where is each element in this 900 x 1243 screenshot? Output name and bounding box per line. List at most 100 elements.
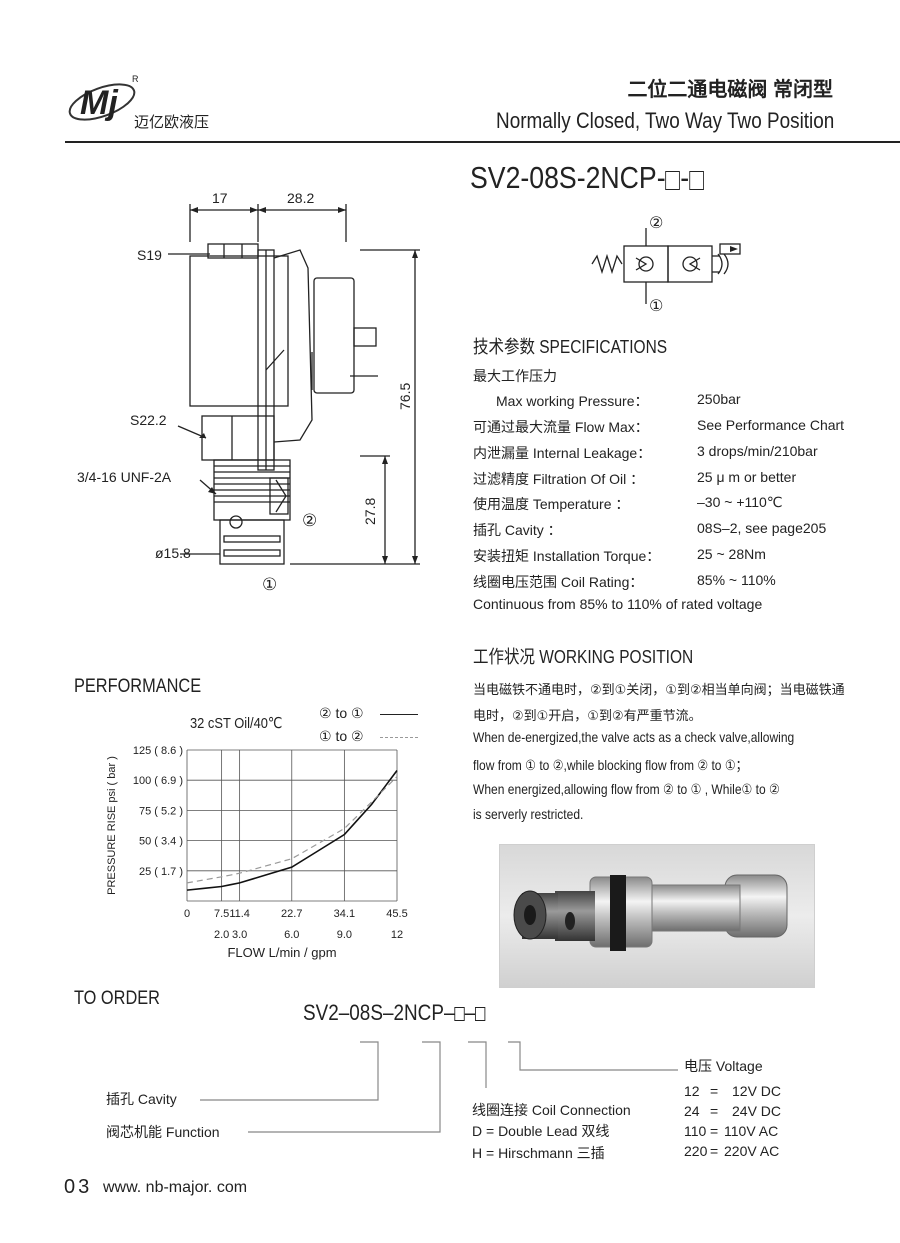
symbol-port-bottom: ① (649, 298, 664, 315)
y-axis-label: PRESSURE RISE psi ( bar ) (106, 756, 118, 895)
symbol-port-top: ② (649, 215, 664, 232)
x-tick-lpm-2: 11.4 (229, 908, 250, 920)
x-tick-lpm-5: 45.5 (386, 908, 407, 920)
x-tick-lpm-4: 34.1 (334, 908, 355, 920)
order-coil-title: 线圈连接 Coil Connection (472, 1102, 631, 1118)
voltage-val-2: 110V AC (724, 1123, 779, 1139)
spec-value-3: 3 drops/min/210bar (697, 443, 818, 459)
hydraulic-symbol (590, 228, 750, 308)
spec-label-3: 内泄漏量 Internal Leakage： (473, 445, 652, 461)
spec-value-1: 250bar (697, 391, 741, 407)
legend-line-dashed (380, 737, 418, 738)
order-cavity: 插孔 Cavity (106, 1091, 177, 1107)
working-line-4: When energized,allowing flow from ② to ①… (473, 781, 780, 797)
x-axis-label: FLOW L/min / gpm (227, 945, 336, 960)
spec-label-1: Max working Pressure： (496, 393, 649, 409)
spec-value-8: 85% ~ 110% (697, 572, 776, 588)
x-tick-gpm-2: 6.0 (284, 929, 299, 941)
voltage-code-1: 24 (684, 1103, 700, 1119)
voltage-eq-2: = (710, 1123, 719, 1139)
spec-label-2: 可通过最大流量 Flow Max： (473, 419, 649, 435)
model-option-box-1 (665, 171, 681, 190)
legend-line-solid (380, 714, 418, 715)
x-tick-lpm-0: 0 (184, 908, 190, 920)
legend-label-1: ① to ② (319, 728, 364, 744)
order-option-box-2 (475, 1007, 486, 1021)
voltage-val-0: 12V DC (732, 1083, 782, 1099)
x-tick-gpm-0: 2.0 (214, 929, 229, 941)
dia-spec: ø15.8 (155, 545, 191, 561)
spec-label-8: 线圈电压范围 Coil Rating： (473, 574, 644, 590)
order-coil-h: H = Hirschmann 三插 (472, 1145, 605, 1161)
svg-text:Mj: Mj (80, 84, 119, 122)
order-coil-d: D = Double Lead 双线 (472, 1123, 610, 1139)
working-line-5: is serverly restricted. (473, 806, 584, 822)
y-tick-0: 25 ( 1.7 ) (139, 866, 183, 878)
voltage-code-0: 12 (684, 1083, 700, 1099)
hex-s22: S22.2 (130, 412, 167, 428)
series-line-0 (186, 770, 398, 891)
order-function: 阀芯机能 Function (106, 1124, 220, 1140)
dim-27-8: 27.8 (362, 497, 378, 525)
footer-website[interactable]: www. nb-major. com (103, 1179, 248, 1196)
order-heading: TO ORDER (74, 988, 160, 1009)
working-line-2: When de-energized,the valve acts as a ch… (473, 729, 795, 745)
voltage-eq-0: = (710, 1083, 719, 1099)
voltage-code-3: 220 (684, 1143, 708, 1159)
dim-28-2: 28.2 (287, 190, 315, 206)
dim-76-5: 76.5 (397, 382, 413, 410)
series-line-1 (186, 776, 398, 884)
spec-note: Continuous from 85% to 110% of rated vol… (473, 596, 763, 612)
x-tick-gpm-3: 9.0 (337, 929, 352, 941)
spec-value-4: 25 μ m or better (697, 469, 797, 485)
order-option-box-1 (454, 1007, 465, 1021)
working-line-0: 当电磁铁不通电时，②到①关闭，①到②相当单向阀；当电磁铁通 (473, 682, 845, 697)
header-divider (65, 141, 900, 143)
drawing-port-2: ② (302, 511, 318, 530)
model-title: SV2-08S-2NCP-- (470, 160, 742, 196)
dim-17: 17 (212, 190, 228, 206)
working-line-3: flow from ① to ②,while blocking flow fro… (473, 757, 748, 773)
y-tick-1: 50 ( 3.4 ) (139, 836, 183, 848)
legend-label-0: ② to ① (319, 705, 364, 721)
model-option-box-2 (689, 171, 704, 190)
voltage-val-3: 220V AC (724, 1143, 780, 1159)
spec-label-6: 插孔 Cavity ： (473, 522, 562, 538)
spec-label-0: 最大工作压力 (473, 368, 557, 384)
svg-text:R: R (132, 74, 139, 84)
drawing-port-1: ① (262, 575, 278, 594)
performance-chart: 25 ( 1.7 ) 50 ( 3.4 ) 75 ( 5.2 ) 100 ( 6.9 … (106, 745, 408, 960)
x-tick-lpm-1: 7.5 (214, 908, 229, 920)
voltage-code-2: 110 (684, 1123, 707, 1139)
performance-heading: PERFORMANCE (74, 676, 202, 697)
spec-value-2: See Performance Chart (697, 417, 845, 433)
hex-s19: S19 (137, 247, 162, 263)
spec-value-6: 08S–2, see page205 (697, 520, 827, 536)
title-en: Normally Closed, Two Way Two Position (495, 108, 834, 133)
voltage-val-1: 24V DC (732, 1103, 782, 1119)
spec-label-7: 安装扭矩 Installation Torque： (473, 548, 661, 564)
x-tick-gpm-4: 12 (391, 929, 403, 941)
order-code: SV2–08S–2NCP–– (303, 1000, 515, 1026)
thread-spec: 3/4-16 UNF-2A (77, 469, 172, 485)
working-heading: 工作状况 WORKING POSITION (473, 647, 694, 667)
product-photo (499, 844, 815, 988)
brand-name: 迈亿欧液压 (134, 114, 210, 131)
title-cn: 二位二通电磁阀 常闭型 (627, 79, 833, 101)
spec-value-5: –30 ~ +110℃ (697, 494, 783, 510)
x-tick-lpm-3: 22.7 (281, 908, 302, 920)
y-tick-2: 75 ( 5.2 ) (139, 805, 183, 817)
spec-label-5: 使用温度 Temperature ： (473, 496, 630, 512)
valve-drawing (60, 180, 440, 610)
footer-page-number: 03 (64, 1176, 93, 1198)
brand-logo: Mj R (62, 70, 152, 136)
y-tick-4: 125 ( 8.6 ) (133, 745, 183, 757)
y-tick-3: 100 ( 6.9 ) (133, 775, 183, 787)
x-tick-gpm-1: 3.0 (232, 929, 247, 941)
specs-heading: 技术参数 SPECIFICATIONS (473, 337, 668, 357)
order-leader-lines (170, 1030, 690, 1140)
working-line-1: 电时，②到①开启，①到②有严重节流。 (473, 708, 702, 723)
spec-label-4: 过滤精度 Filtration Of Oil ： (473, 471, 645, 487)
voltage-eq-1: = (710, 1103, 719, 1119)
voltage-eq-3: = (710, 1143, 719, 1159)
